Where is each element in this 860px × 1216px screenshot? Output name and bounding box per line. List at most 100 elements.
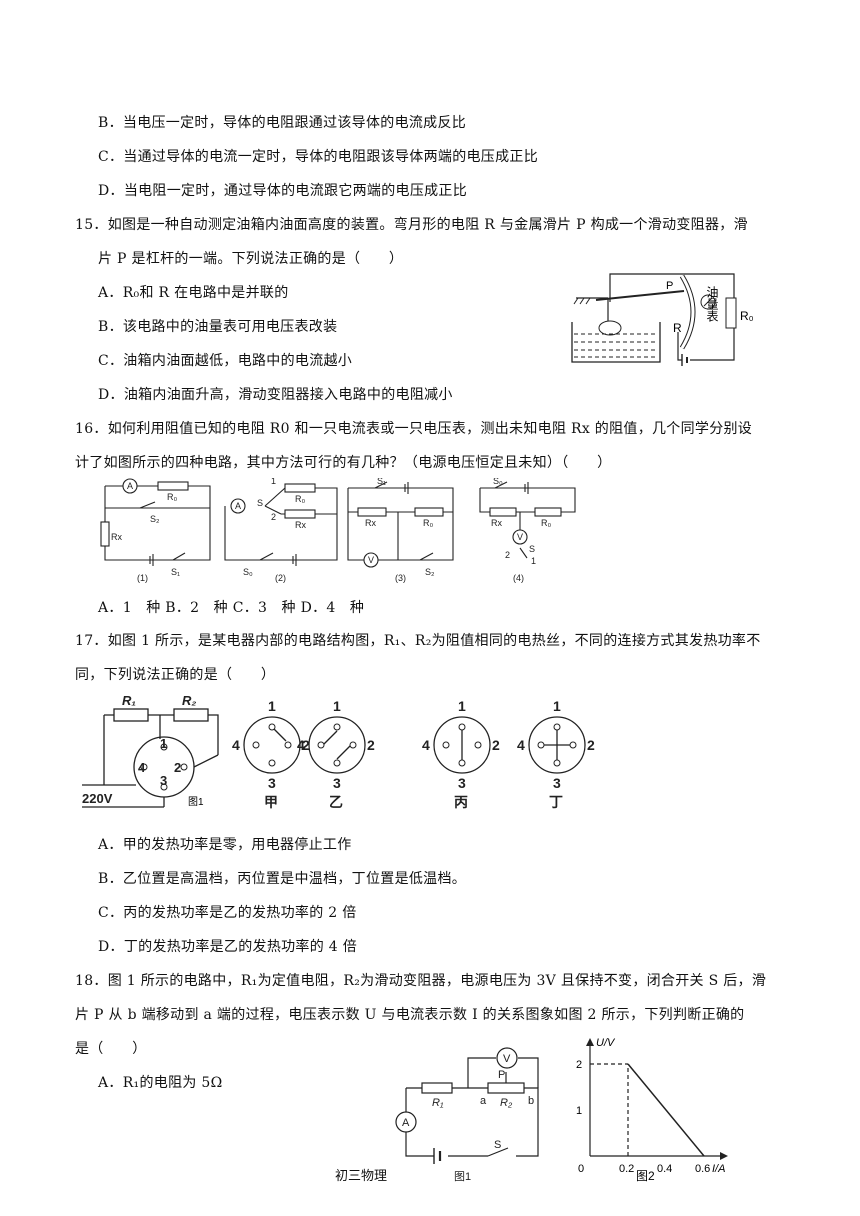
rx-2-label: Rx [295,520,306,530]
q18-stem-line1: 18．图 1 所示的电路中，R₁为定值电阻，R₂为滑动变阻器，电源电压为 3V … [75,973,767,989]
r0-4-label: R₀ [541,518,551,528]
switch-pos-2-label: 2 [271,512,276,522]
s0-4-label: S₀ [493,478,503,486]
resistor-r-label: R [673,321,682,335]
q16-stem-line2: 计了如图所示的四种电路，其中方法可行的有几种？（电源电压恒定且未知）（ ） [75,455,612,471]
s-4-label: S [529,544,535,554]
r0-1-label: R₀ [167,492,177,502]
ammeter-1-label: A [127,481,133,491]
q17-stem-line2: 同，下列说法正确的是（ ） [75,667,276,683]
resistor-r0-label: R₀ [740,309,754,323]
r2-label: R₂ [182,695,196,708]
rx-3-label: Rx [365,518,376,528]
jia-terminal-1: 1 [268,698,276,714]
terminal-1-label: 1 [160,736,167,751]
q18-end-a-label: a [480,1095,487,1107]
q17-option-c: C．丙的发热功率是乙的发热功率的 2 倍 [98,905,357,921]
ding-terminal-4: 4 [517,737,525,753]
q17-option-d: D．丁的发热功率是乙的发热功率的 4 倍 [98,939,358,955]
q18-switch-s-label: S [494,1139,501,1151]
s1-3-label: S₁ [377,478,386,486]
q18-option-a: A．R₁的电阻为 5Ω [98,1075,223,1091]
ding-terminal-2: 2 [587,737,595,753]
y-axis-label: U/V [596,1037,616,1049]
circuit-3-label: (3) [395,573,406,583]
q16-options: A．1 种 B．2 种 C．3 种 D．4 种 [98,600,365,616]
yi-terminal-3: 3 [333,775,341,791]
q18-slider-p-label: P [498,1069,505,1081]
circuit-2-label: (2) [275,573,286,583]
figure-1-caption: 图1 [188,796,204,808]
ding-label: 丁 [549,794,563,810]
page-footer: 初三物理 [335,1169,388,1184]
y-axis-arrow [586,1038,594,1046]
terminal-4-label: 4 [138,760,146,775]
q18-end-b-label: b [528,1095,534,1107]
bing-terminal-3: 3 [458,775,466,791]
jia-terminal-3: 3 [268,775,276,791]
bing-label: 丙 [454,794,468,810]
series-line-0 [627,1063,705,1157]
r0-3-label: R₀ [423,518,433,528]
jia-terminal-4: 4 [232,737,240,753]
q15-option-c: C．油箱内油面越低，电路中的电流越小 [98,353,353,369]
heater-circuit-figure: R₁ R₂ 1 4 2 3 220V 图1 1 4 2 3 甲 1 4 2 3 … [82,695,595,810]
q18-stem-line3: 是（ ） [75,1041,147,1057]
bing-terminal-2: 2 [492,737,500,753]
y-tick-label-0: 1 [576,1105,582,1117]
oil-tank-circuit-figure: P R 油量表 R₀ [571,273,754,366]
slider-p-label: P [666,280,673,292]
x-axis-arrow [720,1152,728,1160]
circuit-1-label: (1) [137,573,148,583]
terminal-3-label: 3 [160,773,167,788]
yi-terminal-1: 1 [333,698,341,714]
voltage-220v-label: 220V [82,791,113,806]
r1-label: R₁ [122,695,136,708]
q18-circuit-figure: V A P R₁ R₂ a b S 图1 [395,1047,539,1183]
bing-terminal-1: 1 [458,698,466,714]
s1-1-label: S₁ [171,567,180,577]
terminal-2-label: 2 [174,760,181,775]
bing-terminal-4: 4 [422,737,430,753]
q18-fig1-caption: 图1 [454,1170,471,1183]
ding-terminal-3: 3 [553,775,561,791]
oil-gauge-label: 油量表 [705,286,719,322]
q15-stem-line1: 15．如图是一种自动测定油箱内油面高度的装置。弯月形的电阻 R 与金属滑片 P … [75,217,748,233]
q18-r2-label: R₂ [500,1097,513,1109]
x-tick-label-0: 0.2 [619,1163,634,1175]
q18-r1-label: R₁ [432,1097,444,1109]
y-tick-label-1: 2 [576,1059,582,1071]
q15-stem-line2: 片 P 是杠杆的一端。下列说法正确的是（ ） [98,251,404,267]
s-2-label: S [257,498,263,508]
s0-2-label: S₀ [243,567,253,577]
voltmeter-3-label: V [368,555,374,565]
q14-option-b: B．当电压一定时，导体的电阻跟通过该导体的电流成反比 [98,115,467,131]
rx-1-label: Rx [111,532,122,542]
q17-stem-line1: 17．如图 1 所示，是某电器内部的电路结构图，R₁、R₂为阻值相同的电热丝，不… [75,633,761,649]
q14-option-c: C．当通过导体的电流一定时，导体的电阻跟该导体两端的电压成正比 [98,149,539,165]
q17-option-a: A．甲的发热功率是零，用电器停止工作 [98,837,352,853]
x-tick-label-1: 0.4 [657,1163,672,1175]
origin-label: 0 [578,1163,584,1175]
switch-pos-1-4-label: 1 [531,556,536,566]
q16-stem-line1: 16．如何利用阻值已知的电阻 R0 和一只电流表或一只电压表，测出未知电阻 Rx… [75,421,753,437]
q15-option-a: A．R₀和 R 在电路中是并联的 [98,285,289,301]
q14-option-d: D．当电阻一定时，通过导体的电流跟它两端的电压成正比 [98,183,468,199]
switch-pos-2-4-label: 2 [505,550,510,560]
ding-terminal-1: 1 [553,698,561,714]
yi-terminal-2: 2 [367,737,375,753]
r0-2-label: R₀ [295,494,305,504]
jia-terminal-2: 2 [302,737,310,753]
q17-option-b: B．乙位置是高温档，丙位置是中温档，丁位置是低温档。 [98,871,467,887]
s2-3-label: S₂ [425,567,435,577]
four-circuits-figure: A R₀ S₂ Rx S₁ (1) A 1 2 S R₀ Rx S₀ (2) S… [100,478,576,583]
circuit-4-label: (4) [513,573,524,583]
yi-label: 乙 [329,794,343,810]
jia-label: 甲 [264,794,278,810]
voltmeter-4-label: V [517,532,523,542]
switch-pos-1-label: 1 [271,478,276,486]
q18-stem-line2: 片 P 从 b 端移动到 a 端的过程，电压表示数 U 与电流表示数 I 的关系… [75,1007,745,1023]
q18-ammeter-label: A [402,1117,410,1129]
s2-1-label: S₂ [150,514,160,524]
